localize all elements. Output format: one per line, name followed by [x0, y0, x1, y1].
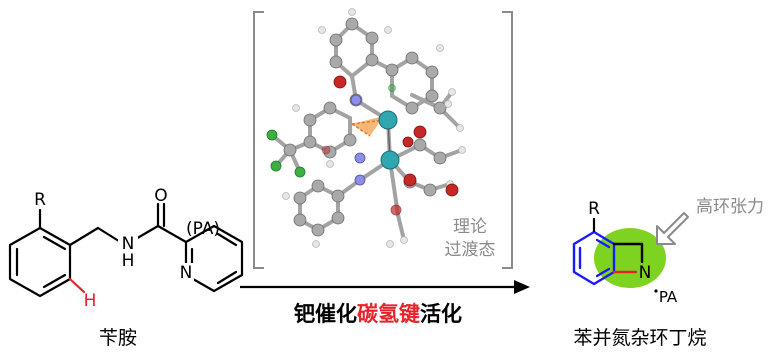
left-benzene-ring [8, 226, 72, 298]
left-red-h: H [84, 291, 97, 311]
right-azetidine-ring [612, 242, 644, 274]
condition-ch-bond: 碳氢键 [357, 302, 420, 326]
ts-label-line1: 理论 [453, 217, 487, 237]
left-molecule-name: 苄胺 [99, 327, 137, 349]
right-molecule-name: 苯并氮杂环丁烷 [573, 327, 706, 349]
strain-arrow [656, 212, 689, 245]
right-pa-label: PA [659, 288, 678, 306]
reaction-condition: 钯催化碳氢键活化 [294, 302, 462, 326]
strain-label: 高环张力 [696, 197, 764, 217]
reaction-arrow [240, 280, 530, 294]
ts-label-line2: 过渡态 [445, 240, 496, 260]
right-n-atom: N [639, 263, 652, 283]
agostic-interaction [352, 116, 384, 136]
condition-activation: 活化 [420, 302, 462, 326]
ts-brackets [253, 11, 513, 269]
left-pyridine-n: N [180, 263, 193, 283]
left-pa-label: (PA) [186, 219, 220, 239]
condition-catalyst: 钯催化 [294, 302, 357, 326]
left-amide-n: N [122, 234, 135, 254]
ts-3d-model [266, 8, 466, 248]
left-amide-h: H [122, 251, 135, 271]
left-ch-bond [68, 277, 86, 294]
left-r-group: R [34, 190, 46, 210]
right-r-group: R [588, 199, 600, 219]
strain-highlight [594, 228, 666, 288]
pd-atom-1 [378, 110, 398, 130]
pd-atom-2 [380, 150, 400, 170]
left-carbonyl-o: O [154, 186, 167, 206]
